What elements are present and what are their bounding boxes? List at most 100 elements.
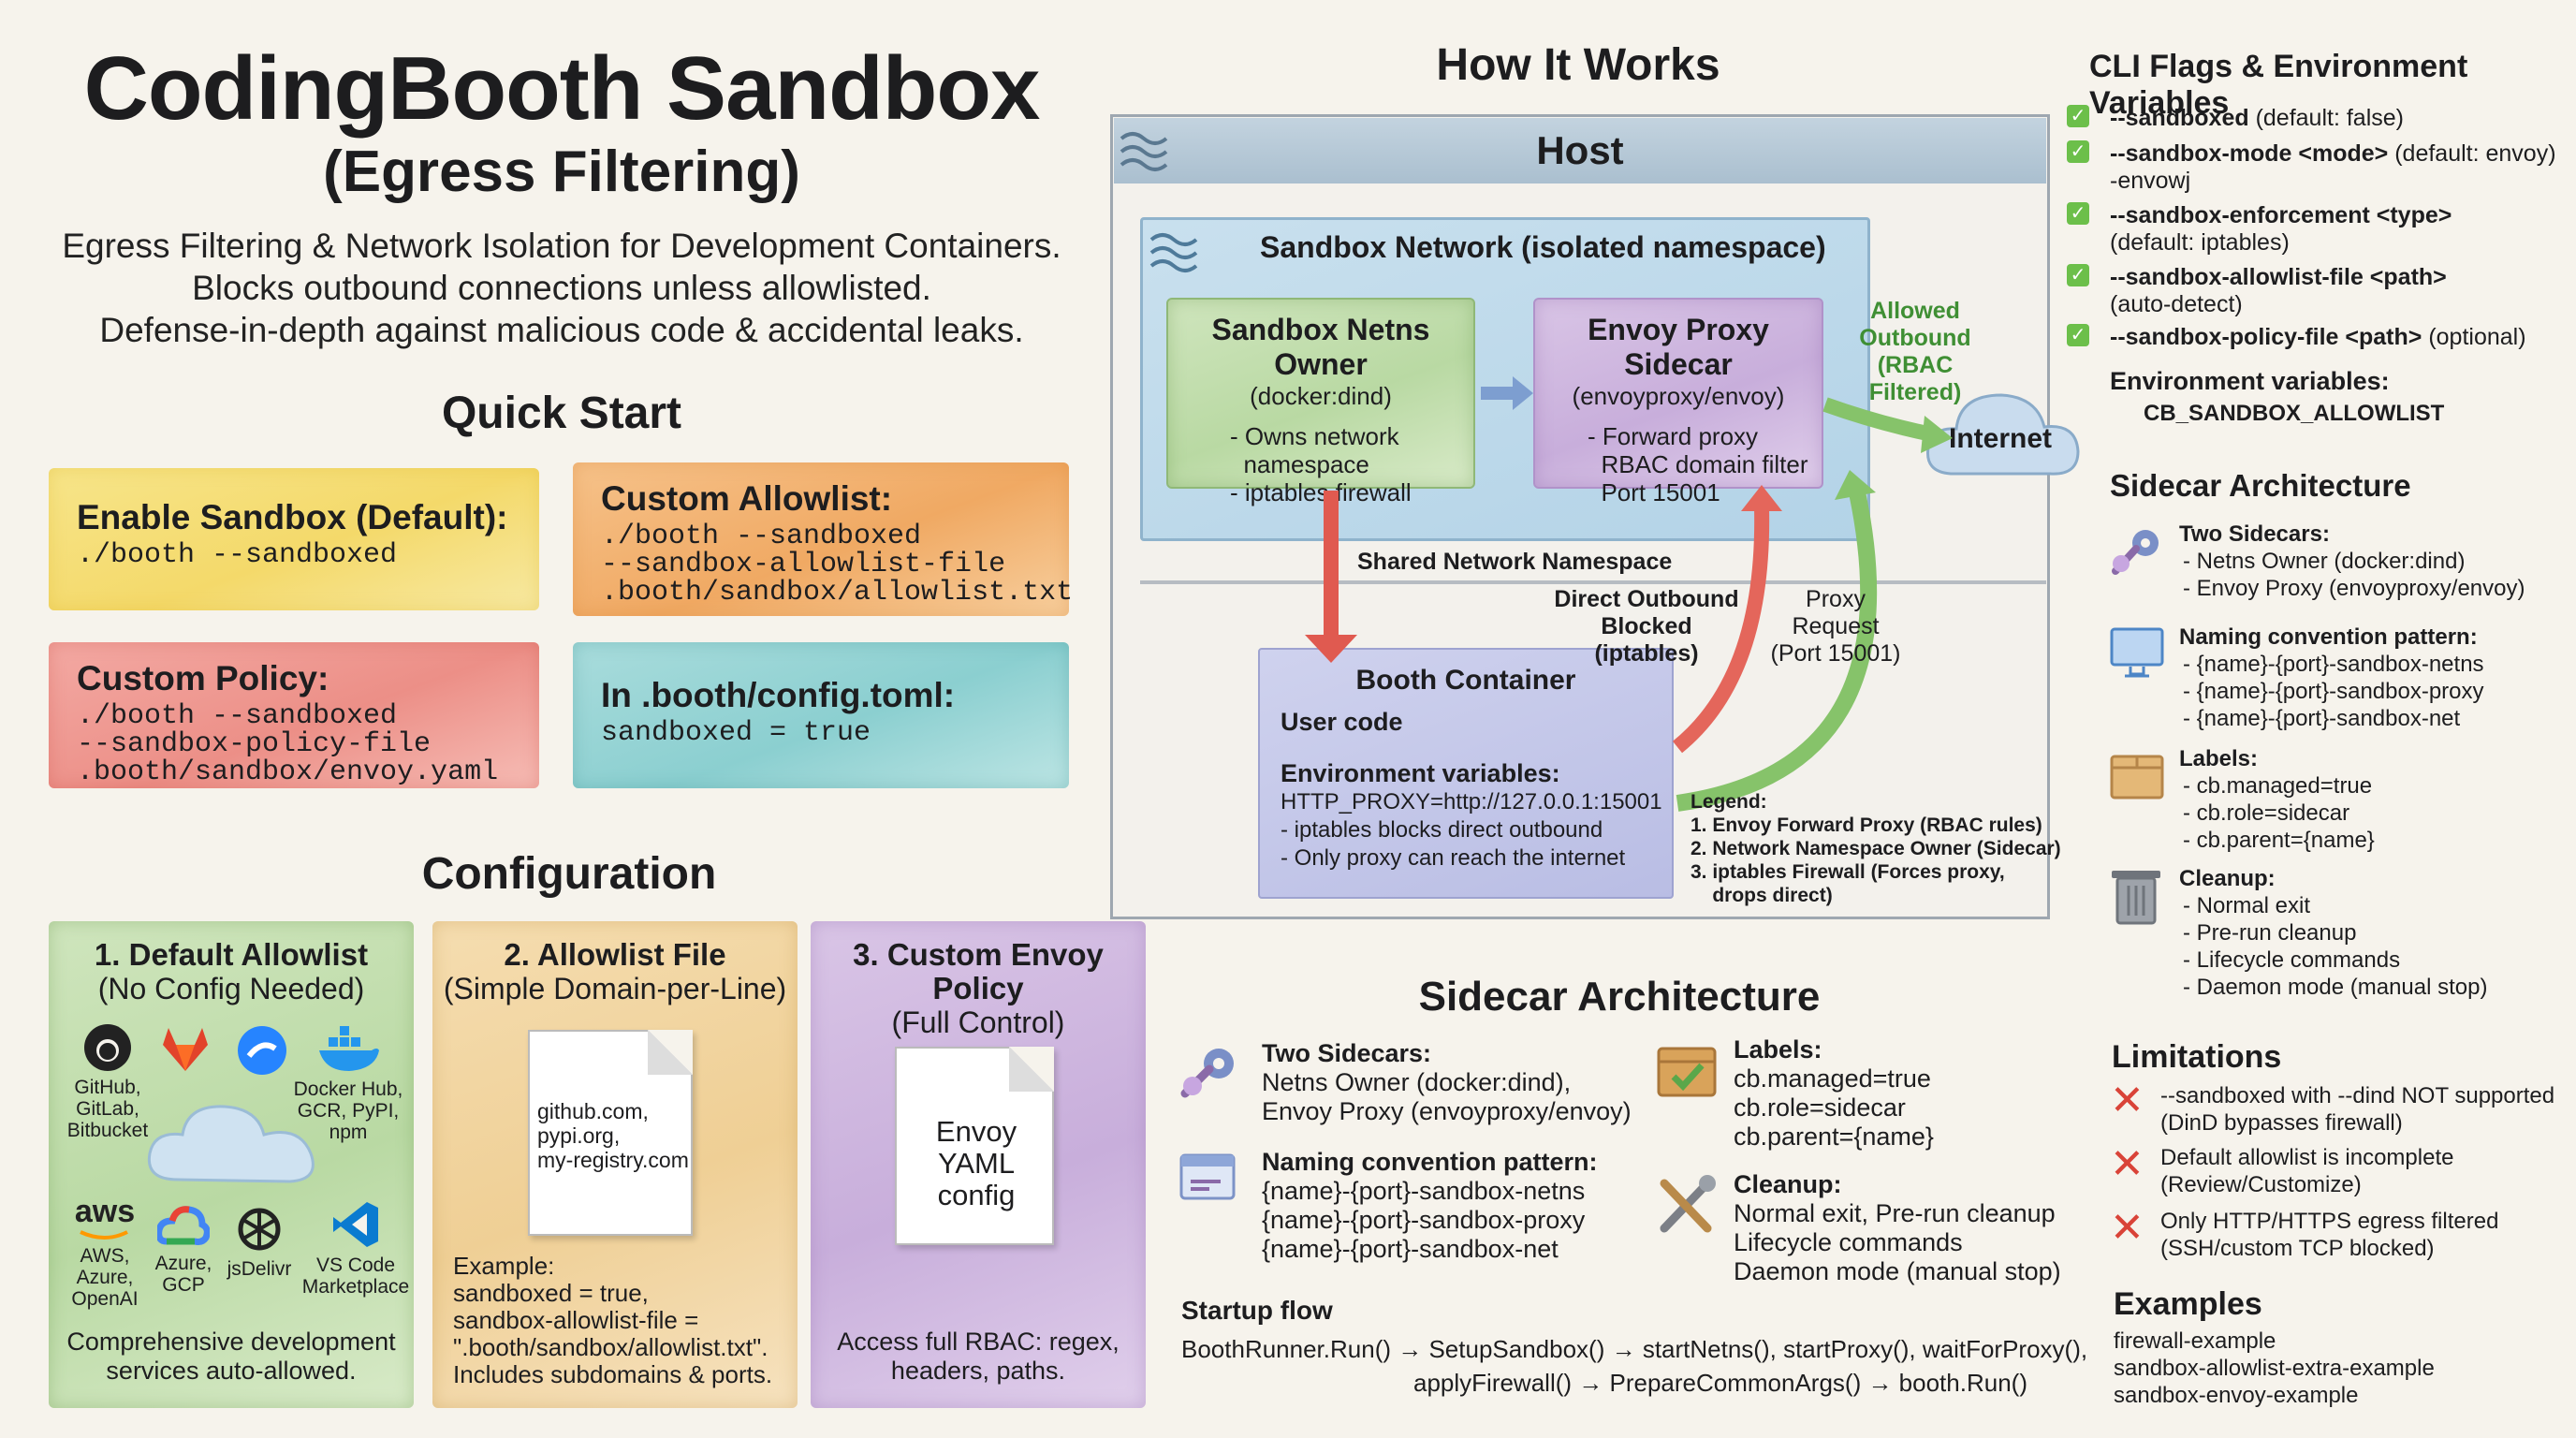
center-two-sidecars: Two Sidecars: Netns Owner (docker:dind),…: [1262, 1039, 1632, 1126]
flag-desc: (default: envoy) -envowj: [2110, 140, 2556, 194]
legend-item: 1. Envoy Forward Proxy (RBAC rules): [1690, 814, 2042, 836]
right-two-sidecars: Two Sidecars: - Netns Owner (docker:dind…: [2179, 521, 2525, 602]
proxy-request-green-arrow: [1676, 491, 1878, 812]
flag-item: ✓--sandbox-allowlist-file <path> (auto-d…: [2067, 264, 2447, 318]
logo-gcp-group: Azure, GCP: [150, 1204, 217, 1296]
flag-item: ✓--sandbox-mode <mode> (default: envoy) …: [2067, 140, 2556, 195]
booth-user-code: User code: [1281, 708, 1403, 736]
flag-desc: (default: false): [2248, 105, 2404, 131]
card-footer: Access full RBAC: regex, headers, paths.: [837, 1328, 1120, 1385]
allowed-outbound-label: Allowed Outbound (RBAC Filtered): [1859, 298, 1971, 405]
center-cleanup: Cleanup: Normal exit, Pre-run cleanup Li…: [1734, 1170, 2061, 1286]
envoy-sidecar-sub: (envoyproxy/envoy): [1572, 382, 1785, 410]
envoy-yaml-document-icon: Envoy YAML config: [895, 1047, 1054, 1245]
examples-heading: Examples: [2114, 1286, 2262, 1322]
startup-flow-title: Startup flow: [1181, 1296, 1333, 1325]
quick-start-card-policy: Custom Policy: ./booth --sandboxed --san…: [49, 642, 539, 788]
flag-item: ✓--sandbox-enforcement <type> (default: …: [2067, 202, 2452, 257]
trash-can-icon: [2112, 871, 2160, 925]
item-body: - Netns Owner (docker:dind) - Envoy Prox…: [2183, 549, 2525, 601]
flag-item: ✓--sandbox-policy-file <path> (optional): [2067, 324, 2526, 351]
gitlab-icon: [163, 1028, 208, 1071]
x-mark-icon: ✕: [2110, 1078, 2144, 1123]
logo-label: Azure, GCP: [154, 1253, 212, 1296]
tagline: Egress Filtering & Network Isolation for…: [37, 225, 1086, 351]
host-label: Host: [1536, 128, 1624, 172]
item-title: Naming convention pattern:: [1262, 1148, 1598, 1176]
item-title: Labels:: [1734, 1035, 1822, 1064]
right-sidecar-heading: Sidecar Architecture: [2110, 468, 2411, 503]
aws-icon: aws: [74, 1194, 136, 1229]
internet-label: Internet: [1948, 423, 2052, 454]
direct-outbound-red-arrow: [1672, 506, 1770, 754]
item-title: Labels:: [2179, 746, 2259, 771]
card-footer: Example: sandboxed = true, sandbox-allow…: [453, 1252, 773, 1388]
logo-github-group: GitHub, GitLab, Bitbucket: [66, 1022, 150, 1141]
envoy-sidecar-box: Envoy Proxy Sidecar (envoyproxy/envoy) -…: [1533, 298, 1823, 506]
logo-label: AWS, Azure, OpenAI: [71, 1245, 139, 1310]
shared-ns-red-arrow: [1324, 491, 1339, 638]
item-body: - {name}-{port}-sandbox-netns - {name}-{…: [2183, 652, 2484, 731]
github-icon: [84, 1024, 131, 1071]
card-code: ./booth --sandboxed: [77, 539, 398, 571]
envoy-sidecar-body: - Forward proxy RBAC domain filter Port …: [1588, 422, 1808, 506]
card-title: Custom Policy:: [77, 659, 329, 697]
configuration-heading: Configuration: [421, 849, 717, 899]
flag-name: --sandboxed: [2110, 105, 2249, 131]
quick-start-card-config-toml: In .booth/config.toml: sandboxed = true: [573, 642, 1069, 788]
tools-icon: [1660, 1175, 1716, 1233]
item-body: - Normal exit - Pre-run cleanup - Lifecy…: [2183, 893, 2488, 1000]
envoy-sidecar-title: Envoy Proxy Sidecar: [1588, 313, 1769, 381]
card-title: Custom Allowlist:: [601, 479, 893, 518]
shared-namespace-divider: [1140, 580, 2046, 584]
x-mark-icon: ✕: [2110, 1205, 2144, 1251]
logo-label: Docker Hub, GCR, PyPI, npm: [293, 1078, 403, 1143]
center-naming-convention: Naming convention pattern: {name}-{port}…: [1262, 1148, 1598, 1264]
host-header: Host: [1114, 118, 2046, 183]
allowed-outbound-arrow: [1822, 397, 1934, 442]
right-cleanup: Cleanup: - Normal exit - Pre-run cleanup…: [2179, 865, 2487, 1001]
logo-label: VS Code Marketplace: [301, 1255, 410, 1298]
example-item: sandbox-allowlist-extra-example: [2114, 1356, 2435, 1381]
right-labels: Labels: - cb.managed=true - cb.role=side…: [2179, 745, 2375, 854]
wrench-gear-icon: [2112, 530, 2159, 575]
box-check-icon: [1657, 1047, 1717, 1097]
monitor-icon: [2110, 627, 2164, 678]
item-body: {name}-{port}-sandbox-netns {name}-{port…: [1262, 1177, 1586, 1263]
legend-item: 2. Network Namespace Owner (Sidecar): [1690, 838, 2061, 859]
booth-container-title: Booth Container: [1355, 665, 1576, 696]
document-text: Envoy YAML config: [935, 1115, 1017, 1211]
openai-icon: [238, 1208, 281, 1251]
card-subtitle: (Simple Domain-per-Line): [443, 972, 787, 1005]
card-code: sandboxed = true: [601, 717, 871, 749]
limitation-item: --sandboxed with --dind NOT supported (D…: [2160, 1083, 2555, 1136]
waves-icon: [1149, 233, 1198, 272]
item-title: Cleanup:: [2179, 866, 2276, 891]
startup-flow-line: applyFirewall() → PrepareCommonArgs() → …: [1413, 1369, 2027, 1397]
logo-docker-group: Docker Hub, GCR, PyPI, npm: [292, 1024, 404, 1143]
booth-container-box: Booth Container User code Environment va…: [1258, 648, 1674, 899]
quick-start-card-allowlist: Custom Allowlist: ./booth --sandboxed --…: [573, 462, 1073, 616]
cloud-icon: [147, 1105, 315, 1183]
flag-item: ✓--sandboxed (default: false): [2067, 105, 2404, 132]
flow-arrows: [1305, 376, 1953, 812]
legend-item: 3. iptables Firewall (Forces proxy, drop…: [1690, 861, 2005, 906]
shared-namespace-label: Shared Network Namespace: [1357, 549, 1673, 575]
flag-name: --sandbox-enforcement <type>: [2110, 202, 2452, 228]
how-it-works-heading: How It Works: [1436, 40, 1720, 90]
netns-owner-title: Sandbox Netns Owner: [1211, 313, 1430, 381]
vscode-icon: [333, 1202, 378, 1247]
item-title: Two Sidecars:: [1262, 1039, 1432, 1067]
card-title: 2. Allowlist File: [504, 937, 726, 972]
sidecar-architecture-heading: Sidecar Architecture: [1418, 974, 1821, 1020]
tagline-line: Egress Filtering & Network Isolation for…: [62, 227, 1061, 265]
x-mark-icon: ✕: [2110, 1141, 2144, 1187]
tagline-line: Blocks outbound connections unless allow…: [192, 269, 931, 307]
env-vars-heading: Environment variables:: [2110, 367, 2390, 395]
center-labels: Labels: cb.managed=true cb.role=sidecar …: [1734, 1035, 1934, 1152]
logo-aws-group: aws AWS, Azure, OpenAI: [60, 1195, 150, 1310]
limitations-heading: Limitations: [2112, 1039, 2282, 1075]
direct-blocked-label: Direct Outbound Blocked (iptables): [1554, 586, 1739, 667]
item-body: Normal exit, Pre-run cleanup Lifecycle c…: [1734, 1199, 2061, 1285]
item-title: Cleanup:: [1734, 1170, 1842, 1198]
